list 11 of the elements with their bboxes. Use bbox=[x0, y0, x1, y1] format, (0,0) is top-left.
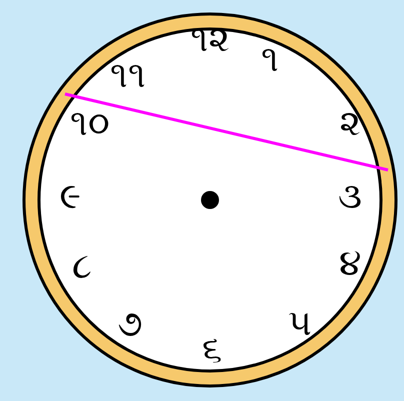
clock-numeral: ૫ bbox=[288, 306, 312, 342]
clock-numeral: ૭ bbox=[118, 307, 142, 343]
clock-numeral: ૧૧ bbox=[110, 58, 146, 94]
clock-numeral: ૯ bbox=[60, 179, 80, 215]
clock-numeral: ૪ bbox=[339, 246, 361, 282]
clock-numeral: ૬ bbox=[202, 332, 222, 368]
clock-numeral: ૩ bbox=[338, 179, 362, 215]
clock-numeral: ૨ bbox=[340, 106, 360, 142]
clock-numeral: ૧ bbox=[261, 42, 279, 78]
clock-numeral: ૧૦ bbox=[70, 106, 110, 142]
clock-numeral: ૮ bbox=[72, 249, 92, 285]
